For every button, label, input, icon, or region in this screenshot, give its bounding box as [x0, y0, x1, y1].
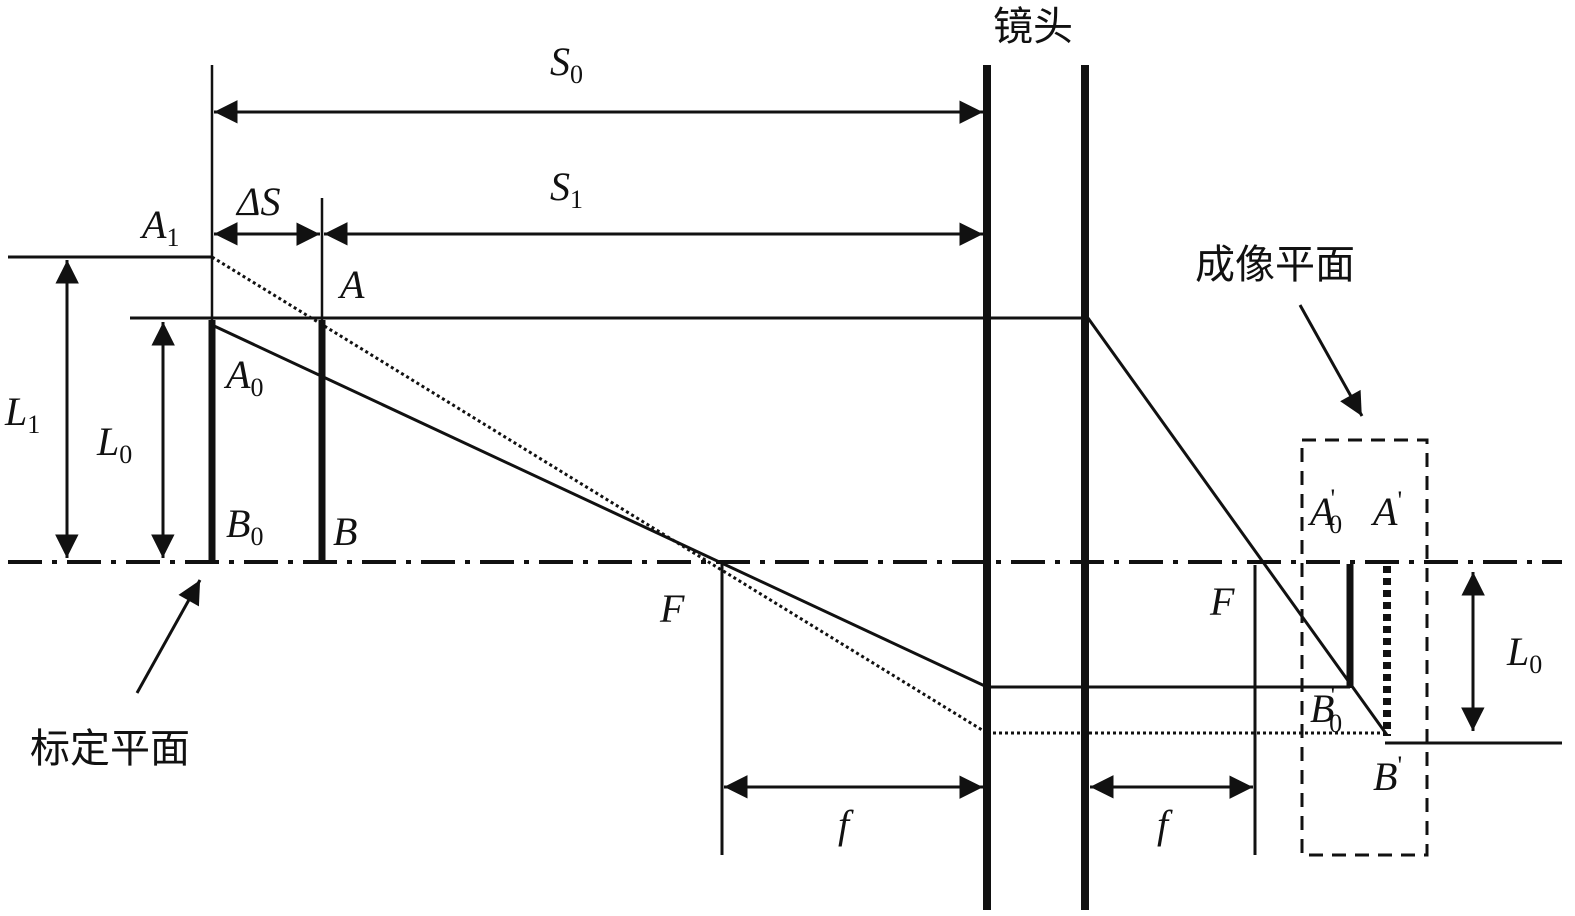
F-label-left: F	[659, 586, 685, 631]
L1-label: L1	[4, 389, 40, 439]
S1-label: S1	[550, 164, 583, 214]
B-prime-label: B'	[1373, 751, 1402, 799]
F-label-right: F	[1209, 579, 1235, 624]
L0-label-left: L0	[96, 419, 132, 469]
calibration-plane-pointer	[135, 579, 202, 694]
deltaS-label: ΔS	[235, 179, 280, 224]
L0-label-right: L0	[1506, 629, 1542, 679]
ray-image-side	[1086, 317, 1389, 736]
S0-label: S0	[550, 39, 583, 89]
f-label-left: f	[838, 802, 854, 847]
calibration-plane-label: 标定平面	[30, 726, 190, 772]
ray-A1-dotted	[211, 255, 988, 735]
A0-label: A0	[223, 352, 263, 402]
A1-label: A1	[139, 202, 179, 252]
imaging-plane-label: 成像平面	[1195, 242, 1355, 288]
imaging-plane-pointer	[1298, 304, 1364, 417]
A-prime-label: A'	[1370, 486, 1402, 534]
lens-label: 镜头	[993, 4, 1073, 50]
A-label: A	[337, 262, 365, 307]
B0-label: B0	[226, 501, 263, 551]
B0-prime-label: B'0	[1310, 681, 1342, 738]
B-label: B	[333, 509, 357, 554]
ray-A0	[211, 323, 988, 689]
imaging-plane-box	[1300, 438, 1429, 857]
f-label-right: f	[1157, 802, 1173, 847]
A0-prime-label: A'0	[1307, 484, 1342, 539]
